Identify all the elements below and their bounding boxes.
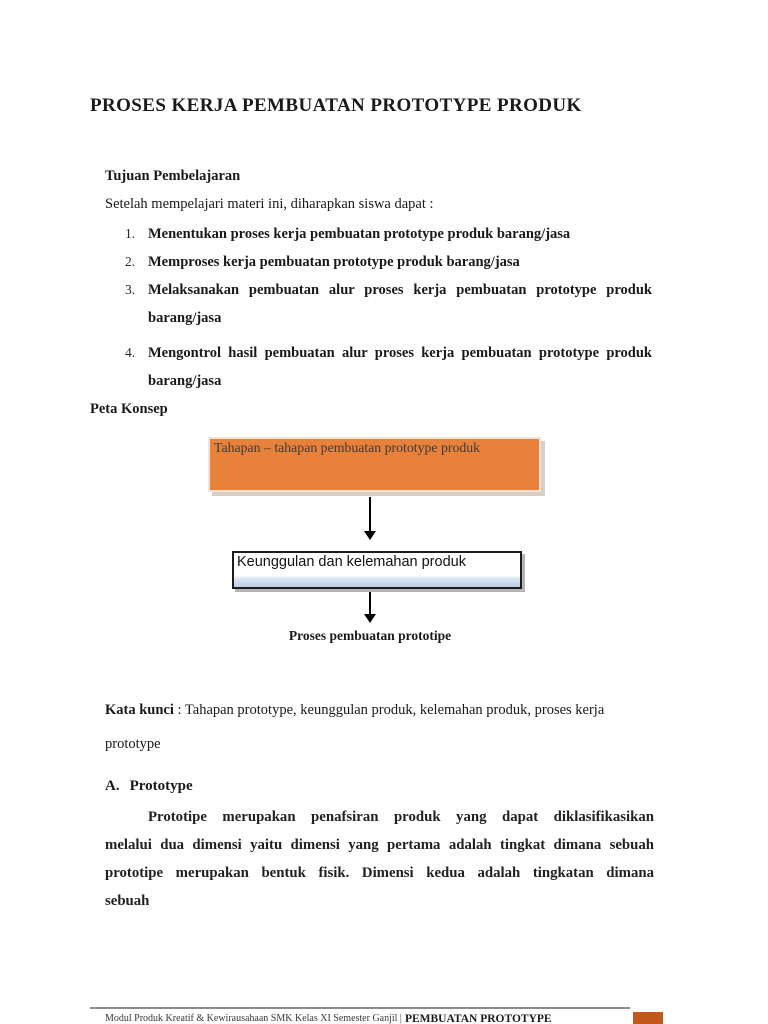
section-a-title: Prototype (129, 778, 193, 794)
footer-title-label: PEMBUATAN PROTOTYPE (404, 1013, 552, 1024)
list-item-text: Memproses kerja pembuatan prototype prod… (148, 254, 520, 270)
section-a-heading: A. Prototype (105, 778, 193, 795)
list-item-number: 3. (125, 282, 136, 297)
flowchart-node-tahapan: Tahapan – tahapan pembuatan prototype pr… (208, 437, 541, 492)
goal-list: 1. Menentukan proses kerja pembuatan pro… (125, 220, 655, 395)
list-item-text: Mengontrol hasil pembuatan alur proses k… (148, 345, 652, 389)
arrow-shaft (369, 592, 371, 614)
list-item: 4. Mengontrol hasil pembuatan alur prose… (125, 339, 655, 395)
page-title: PROSES KERJA PEMBUATAN PROTOTYPE PRODUK (90, 95, 582, 116)
arrow-head (364, 531, 376, 540)
down-arrow-icon (363, 497, 377, 540)
section-a-letter: A. (105, 778, 120, 794)
list-item-number: 2. (125, 254, 136, 269)
kata-kunci-text: : Tahapan prototype, keunggulan produk, … (105, 702, 605, 752)
list-item-text: Melaksanakan pembuatan alur proses kerja… (148, 282, 652, 326)
list-item-text: Menentukan proses kerja pembuatan protot… (148, 226, 571, 242)
footer-text: Modul Produk Kreatif & Kewirausahaan SMK… (105, 1013, 665, 1024)
footer-page-marker (633, 1012, 663, 1024)
list-item: 3. Melaksanakan pembuatan alur proses ke… (125, 276, 655, 332)
peta-konsep-heading: Peta Konsep (90, 401, 168, 417)
list-item: 2. Memproses kerja pembuatan prototype p… (125, 248, 655, 276)
tujuan-heading: Tujuan Pembelajaran (105, 168, 241, 184)
list-item: 1. Menentukan proses kerja pembuatan pro… (125, 220, 655, 248)
footer-divider (90, 1007, 630, 1009)
kata-kunci: Kata kunci : Tahapan prototype, keunggul… (105, 693, 654, 761)
section-a-paragraph: Prototipe merupakan penafsiran produk ya… (105, 809, 654, 909)
list-item-number: 4. (125, 345, 136, 360)
arrow-head (364, 614, 376, 623)
footer-module-label: Modul Produk Kreatif & Kewirausahaan SMK… (105, 1013, 402, 1024)
list-item-number: 1. (125, 226, 136, 241)
down-arrow-icon (363, 592, 377, 623)
arrow-shaft (369, 497, 371, 531)
tujuan-intro: Setelah mempelajari materi ini, diharapk… (105, 196, 434, 212)
flowchart-node-keunggulan: Keunggulan dan kelemahan produk (232, 551, 522, 589)
flowchart-node-proses: Proses pembuatan prototipe (288, 628, 452, 643)
kata-kunci-label: Kata kunci (105, 702, 174, 718)
